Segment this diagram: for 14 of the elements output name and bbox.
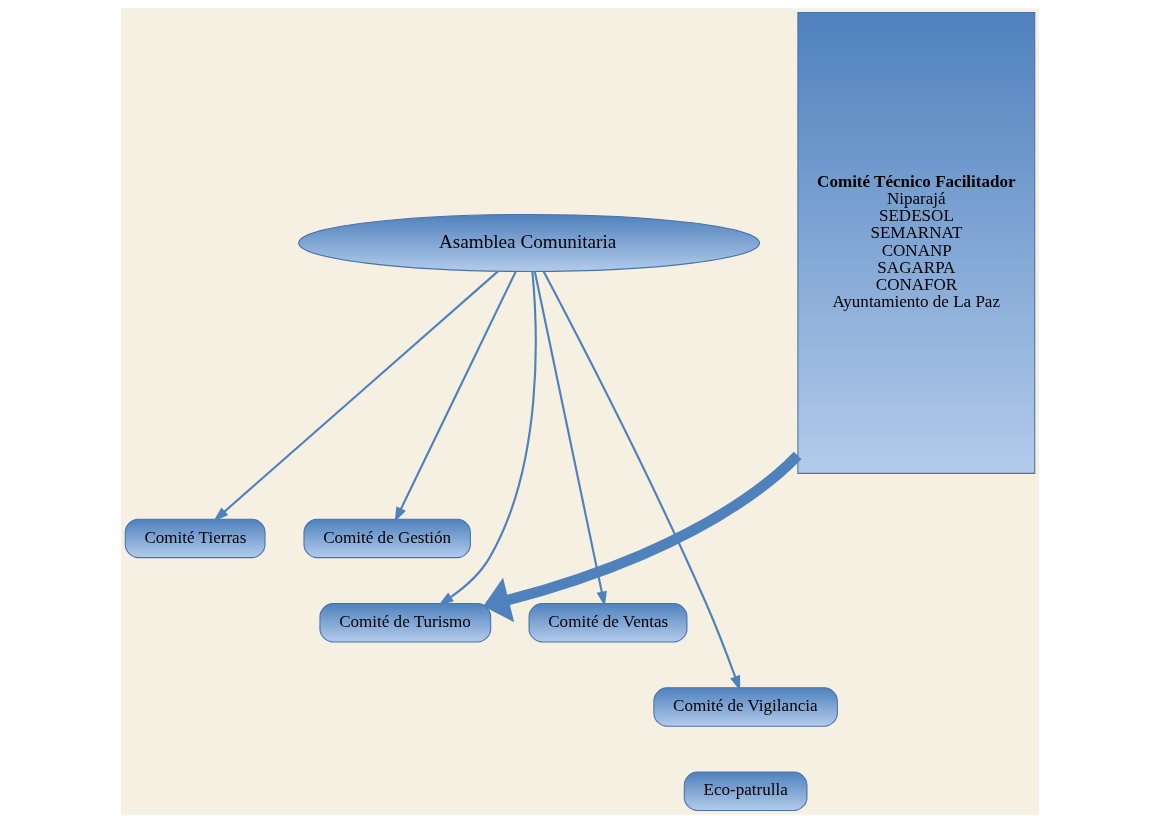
node-box: Eco-patrulla	[683, 771, 808, 812]
node-box: Comité Tierras	[124, 518, 266, 559]
arrow	[542, 271, 741, 691]
node-box: Comité de Gestión	[303, 518, 471, 559]
node-box: Comité Técnico Facilitador Niparajá SEDESOL SEMARNAT CONANP SAGARPA CONAFOR Ayuntamiento de La Paz	[797, 11, 1036, 474]
node-ellipse: Asamblea Comunitaria	[298, 213, 761, 272]
node-box: Comité de Ventas	[528, 603, 688, 643]
arrow	[394, 271, 517, 523]
node-box: Comité de Turismo	[319, 603, 492, 643]
node-box: Comité de Vigilancia	[653, 687, 838, 727]
arrow	[213, 270, 499, 522]
arrow	[483, 451, 802, 623]
arrow	[438, 271, 537, 606]
arrow	[533, 271, 607, 607]
